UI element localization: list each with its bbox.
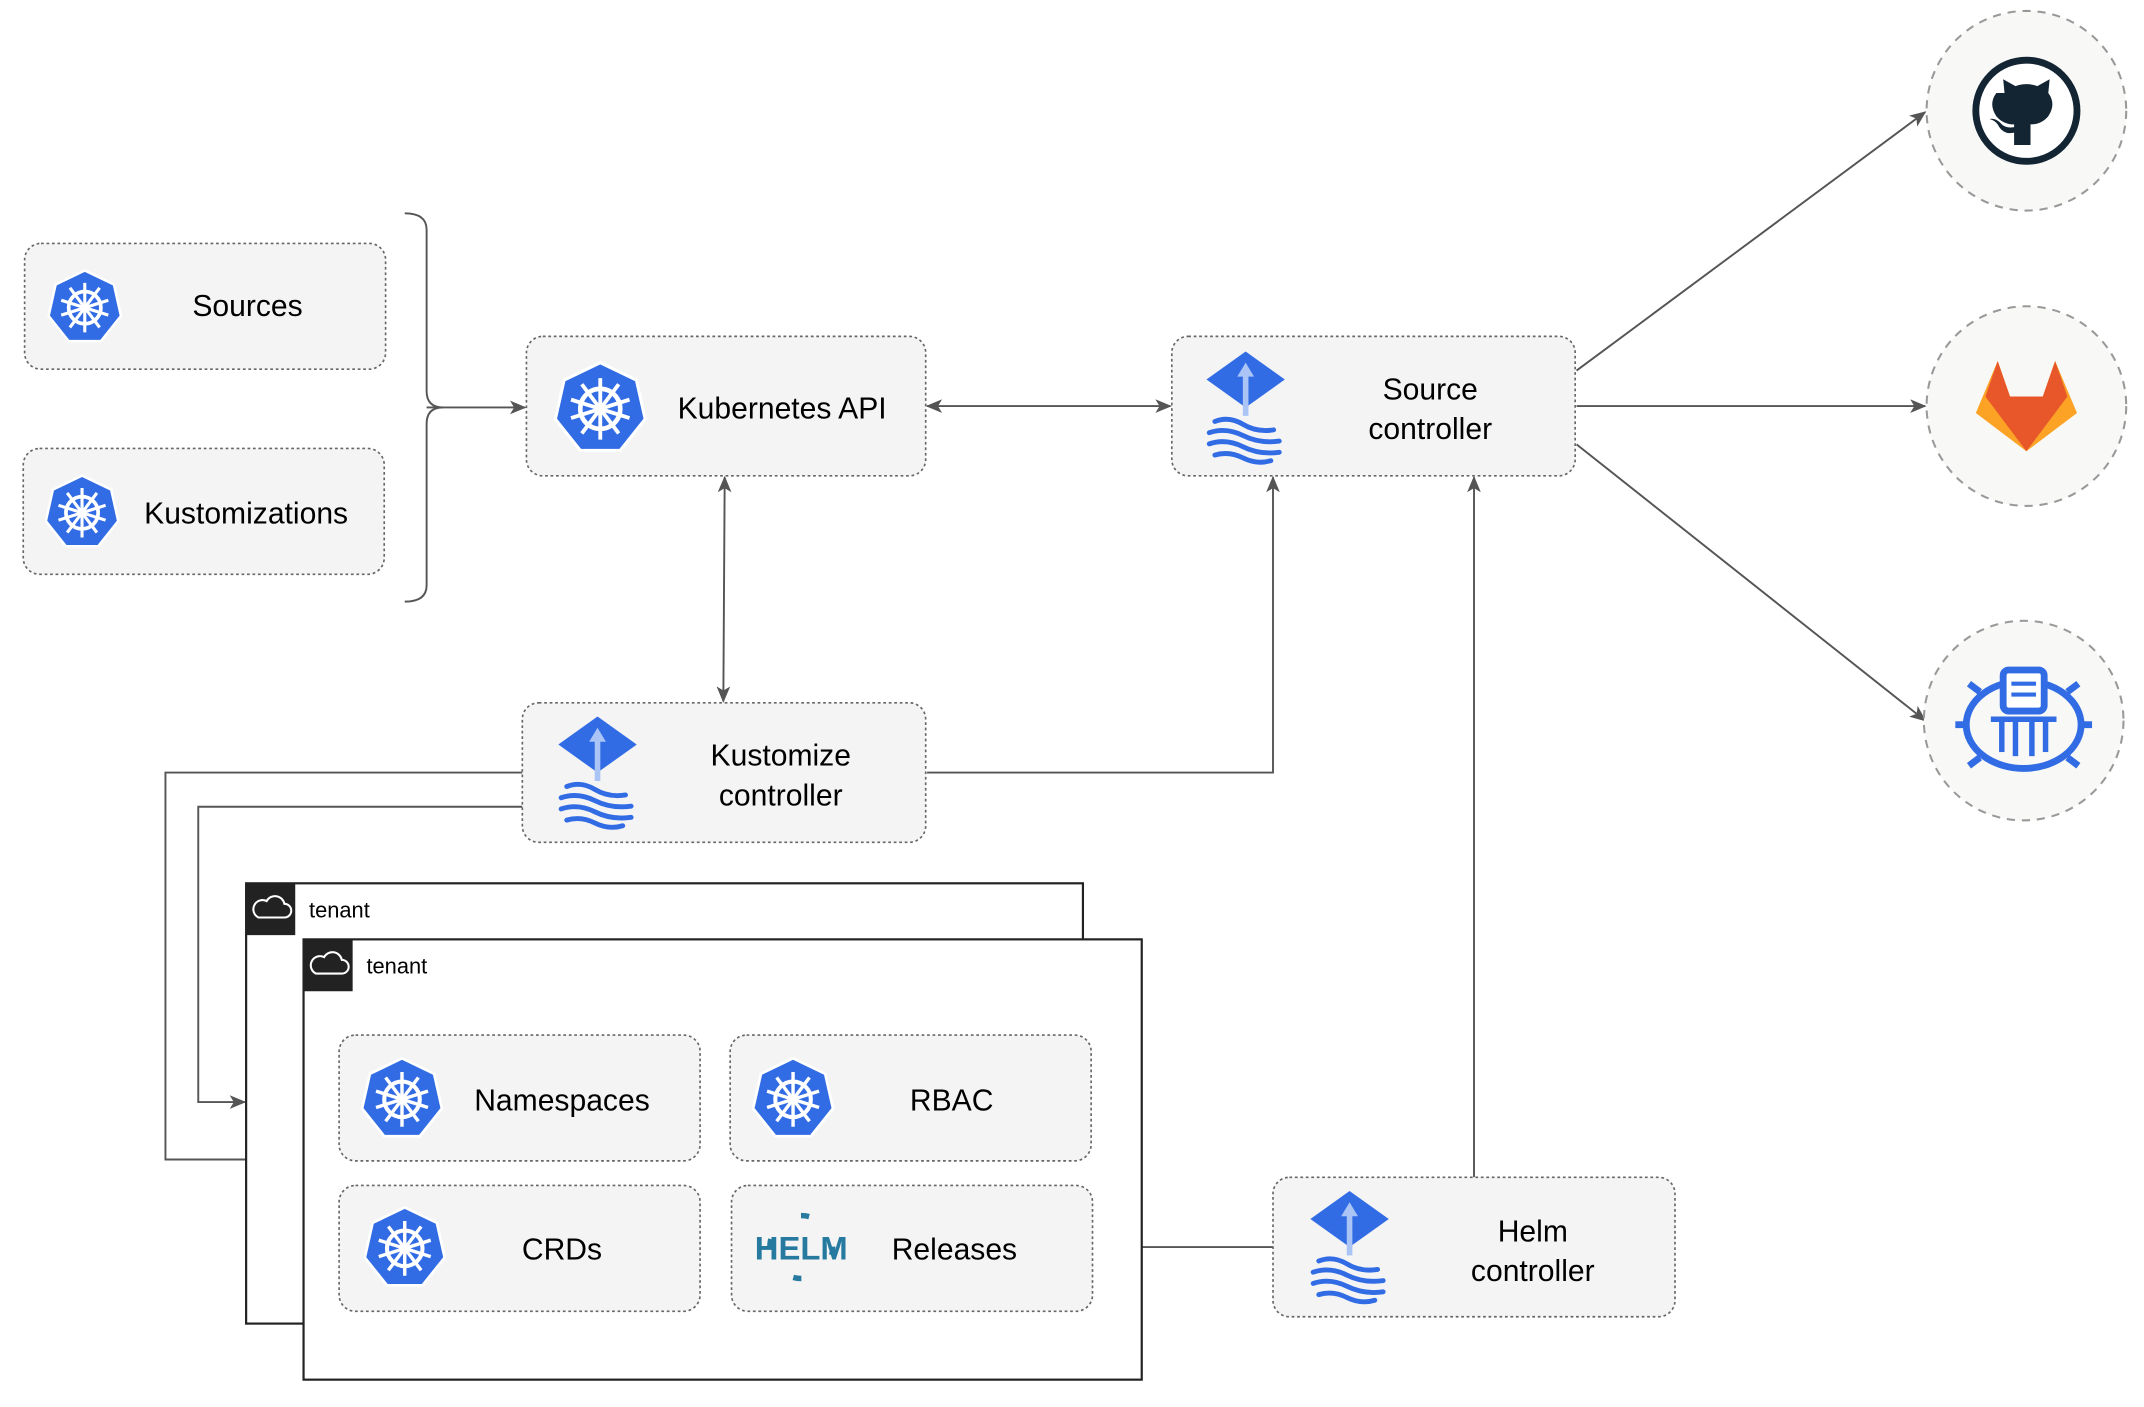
tenant-front-label: tenant xyxy=(366,954,427,979)
helm-controller-label-line1: Helm xyxy=(1498,1216,1568,1249)
rbac-node[interactable]: RBAC xyxy=(729,1034,1092,1162)
sources-label: Sources xyxy=(192,290,302,323)
kubernetes-api-node[interactable]: Kubernetes API xyxy=(525,335,927,477)
kustomizations-label: Kustomizations xyxy=(144,498,348,531)
namespaces-node[interactable]: Namespaces xyxy=(338,1034,701,1162)
gitlab-icon xyxy=(1975,360,2077,452)
tenant-group-front[interactable]: tenant Namespaces RBAC CRDs HELM Release… xyxy=(302,938,1143,1381)
helm-controller-node[interactable]: Helm controller xyxy=(1272,1176,1676,1318)
arrow-source-to-bucket xyxy=(1575,443,1927,722)
gitlab-node[interactable] xyxy=(1925,305,2128,507)
arrow-kustomize-to-source xyxy=(927,475,1280,774)
crds-label: CRDs xyxy=(522,1233,602,1266)
arrow-api-kustomize-controller xyxy=(716,475,732,703)
rbac-label: RBAC xyxy=(910,1084,994,1117)
helm-controller-label-line2: controller xyxy=(1471,1255,1595,1288)
cloud-icon xyxy=(246,883,296,936)
github-icon xyxy=(1972,56,2081,165)
kubernetes-api-label: Kubernetes API xyxy=(678,392,887,425)
source-controller-node[interactable]: Source controller xyxy=(1170,335,1577,477)
cloud-icon xyxy=(303,939,353,992)
crds-node[interactable]: CRDs xyxy=(338,1184,701,1313)
github-node[interactable] xyxy=(1925,9,2128,212)
namespaces-label: Namespaces xyxy=(474,1084,650,1117)
bucket-node[interactable] xyxy=(1922,619,2125,822)
tenant-back-label: tenant xyxy=(309,897,370,922)
arrow-kustomize-to-tenant-back xyxy=(197,805,523,1109)
arrow-source-to-github xyxy=(1575,111,1927,372)
helm-icon: HELM xyxy=(755,1212,848,1282)
helm-logo-text: HELM xyxy=(755,1229,848,1266)
kustomize-controller-label-line2: controller xyxy=(719,779,843,812)
releases-node[interactable]: HELM Releases xyxy=(730,1184,1094,1313)
bucket-icon xyxy=(1955,666,2093,772)
kustomize-controller-label-line1: Kustomize xyxy=(711,740,851,773)
kustomizations-node[interactable]: Kustomizations xyxy=(22,447,386,576)
kustomize-controller-node[interactable]: Kustomize controller xyxy=(521,701,927,844)
source-controller-label-line2: controller xyxy=(1368,413,1492,446)
arrow-kustomize-to-tenant-front xyxy=(164,771,523,1167)
source-controller-label-line1: Source xyxy=(1383,373,1478,406)
sources-node[interactable]: Sources xyxy=(23,242,387,371)
releases-label: Releases xyxy=(892,1233,1017,1266)
